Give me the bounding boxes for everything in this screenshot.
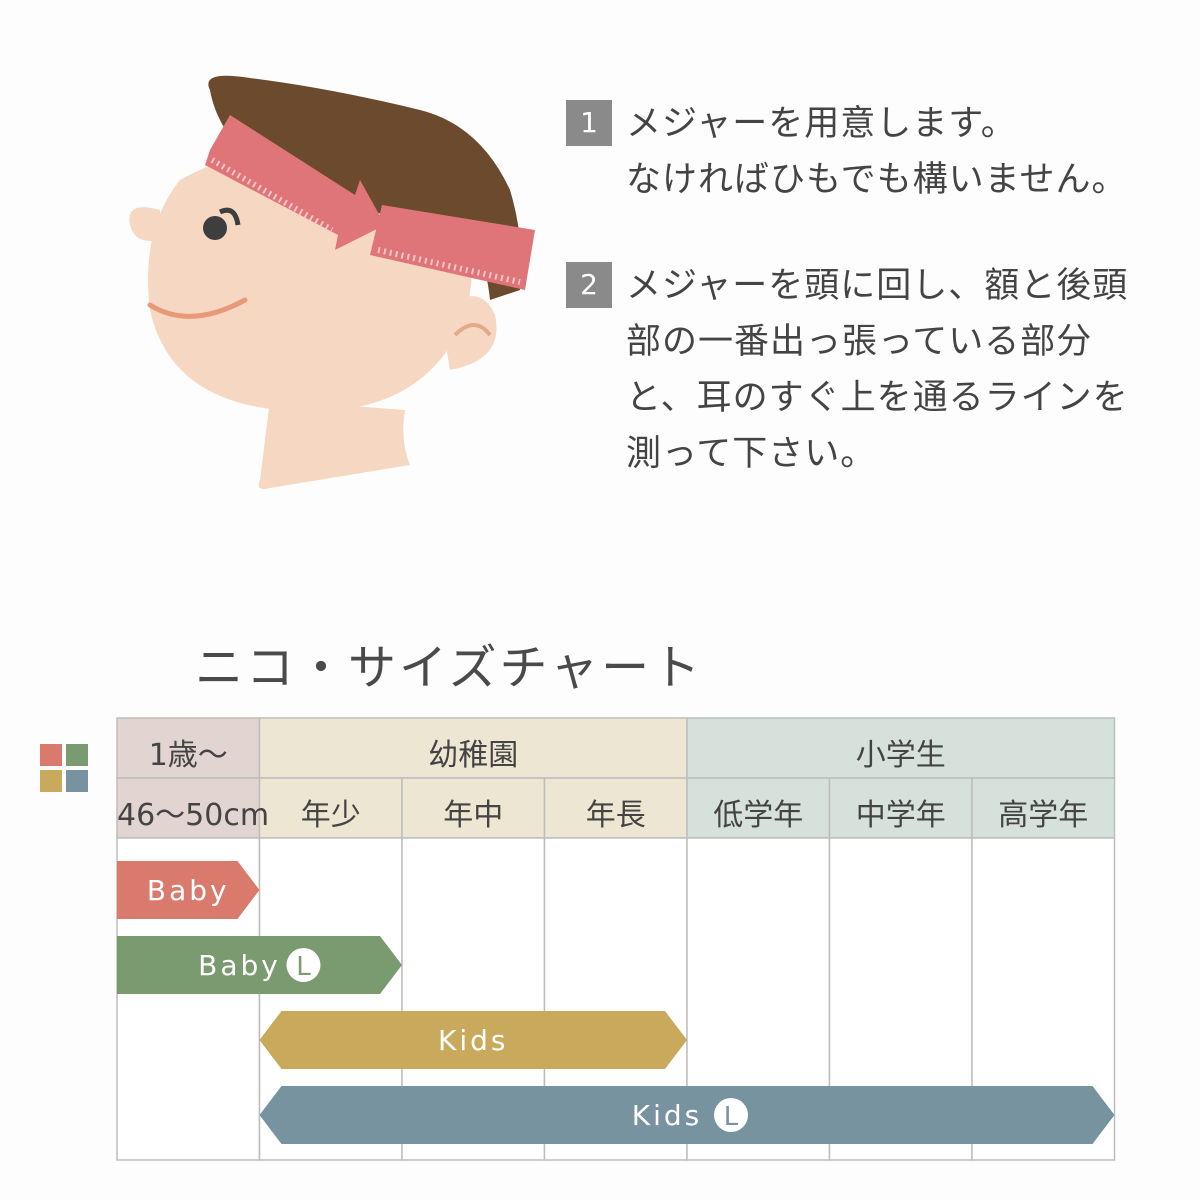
- legend-square: [40, 770, 62, 792]
- step-line: と、耳のすぐ上を通るラインを: [626, 378, 1129, 418]
- size-range-label: Baby: [147, 874, 230, 907]
- size-range-bar: [259, 1011, 687, 1069]
- column-header-label: 中学年: [855, 798, 946, 833]
- column-header-label: 高学年: [998, 798, 1089, 833]
- column-header-label: 年少: [300, 798, 361, 833]
- head-measuring-illustration: [129, 75, 535, 489]
- step-text: メジャーを用意します。 なければひもでも構いません。: [626, 96, 1128, 208]
- nose: [129, 207, 160, 241]
- legend-square: [40, 744, 62, 766]
- size-range-bar: [259, 1086, 1115, 1144]
- group-header-label: 1歳〜: [148, 738, 228, 773]
- size-chart-title: ニコ・サイズチャート: [195, 640, 704, 696]
- large-size-badge-icon: [714, 1098, 748, 1132]
- mouth: [147, 297, 248, 319]
- step-line: 部の一番出っ張っている部分: [626, 322, 1093, 362]
- tape-measure-back: [370, 205, 535, 290]
- step-line: 測って下さい。: [626, 434, 877, 474]
- column-header-cell: [258, 777, 403, 839]
- legend-square: [66, 744, 88, 766]
- large-size-badge-label: L: [724, 1102, 739, 1132]
- eyebrow: [218, 207, 241, 226]
- step-line: なければひもでも構いません。: [626, 160, 1128, 200]
- color-legend-icon: [40, 744, 90, 794]
- group-header-label: 幼稚園: [428, 738, 519, 773]
- step-number: 1: [566, 100, 612, 146]
- ear: [440, 296, 497, 370]
- group-header-cell: [686, 717, 1116, 779]
- tape-ticks: [210, 157, 521, 285]
- step-line: メジャーを用意します。: [626, 104, 1017, 144]
- tape-measure-front: [205, 115, 385, 250]
- large-size-badge-icon: [286, 948, 321, 982]
- step-text: メジャーを頭に回し、額と後頭 部の一番出っ張っている部分 と、耳のすぐ上を通るラ…: [626, 258, 1129, 482]
- step-line: メジャーを頭に回し、額と後頭: [626, 266, 1129, 306]
- eye: [203, 216, 227, 240]
- size-range-label: Kids: [632, 1099, 703, 1132]
- step-number: 2: [566, 262, 612, 308]
- large-size-badge-label: L: [296, 952, 311, 982]
- column-header-label: 年中: [443, 798, 504, 833]
- column-header-cell: [971, 777, 1116, 839]
- column-header-cell: [828, 777, 973, 839]
- size-range-label: Baby: [198, 949, 281, 982]
- column-header-label: 低学年: [713, 798, 804, 833]
- column-header-cell: [686, 777, 831, 839]
- hair: [208, 75, 522, 300]
- size-range-bar: [117, 936, 402, 994]
- neck: [258, 400, 410, 489]
- size-range-label: Kids: [438, 1024, 509, 1057]
- size-range-bar: [117, 861, 260, 919]
- group-header-cell: [258, 717, 688, 779]
- ear-line: [453, 323, 492, 337]
- group-header-label: 小学生: [855, 738, 946, 773]
- column-header-label: 年長: [585, 798, 646, 833]
- column-header-label: 46〜50cm: [117, 798, 270, 833]
- legend-square: [66, 770, 88, 792]
- group-header-cell: [116, 717, 261, 779]
